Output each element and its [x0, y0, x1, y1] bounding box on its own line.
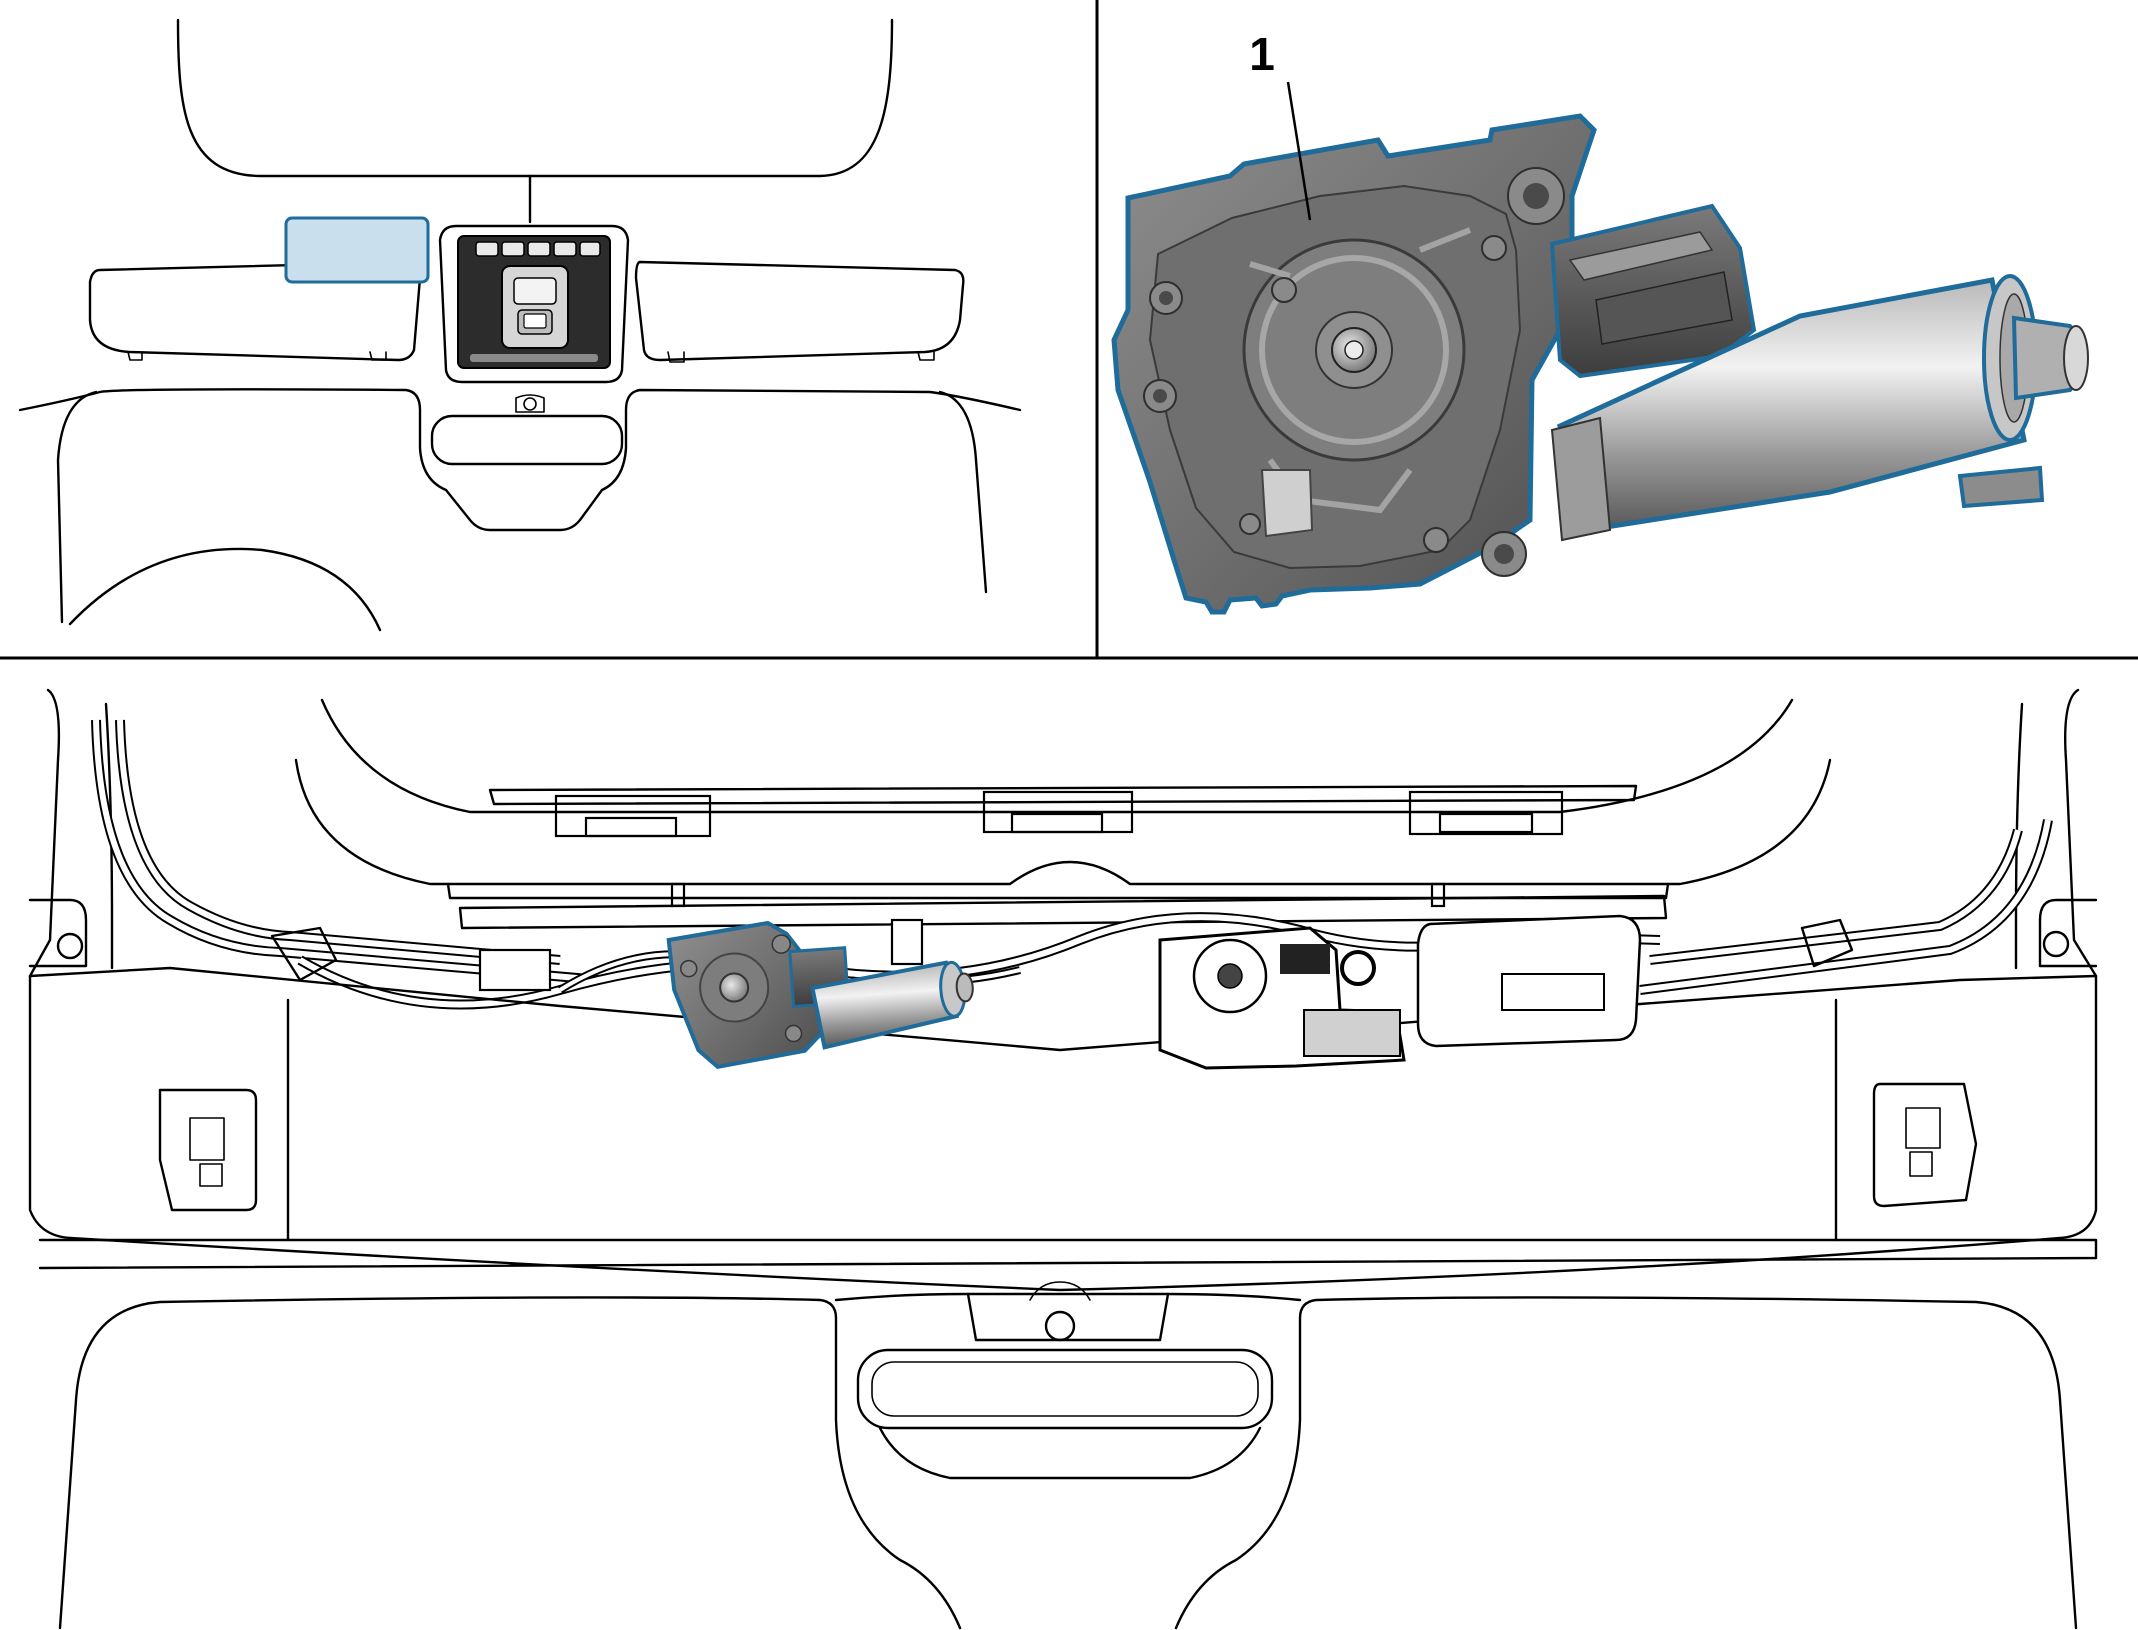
callout-number-1: 1 — [1249, 28, 1275, 80]
panel-dividers — [0, 0, 2138, 660]
sunroof-motor-icon — [1111, 113, 2089, 615]
callout-leader-1 — [1286, 81, 1312, 221]
sunroof-control-module — [1416, 914, 1642, 1048]
shade-motor — [1158, 926, 1406, 1070]
overview-panel — [18, 18, 1022, 632]
installed-sunroof-motor-icon — [666, 907, 980, 1072]
motor-location-highlight — [284, 216, 430, 284]
motor-detail-panel: 1 — [1111, 28, 2089, 615]
installed-view-panel — [28, 688, 2098, 1630]
